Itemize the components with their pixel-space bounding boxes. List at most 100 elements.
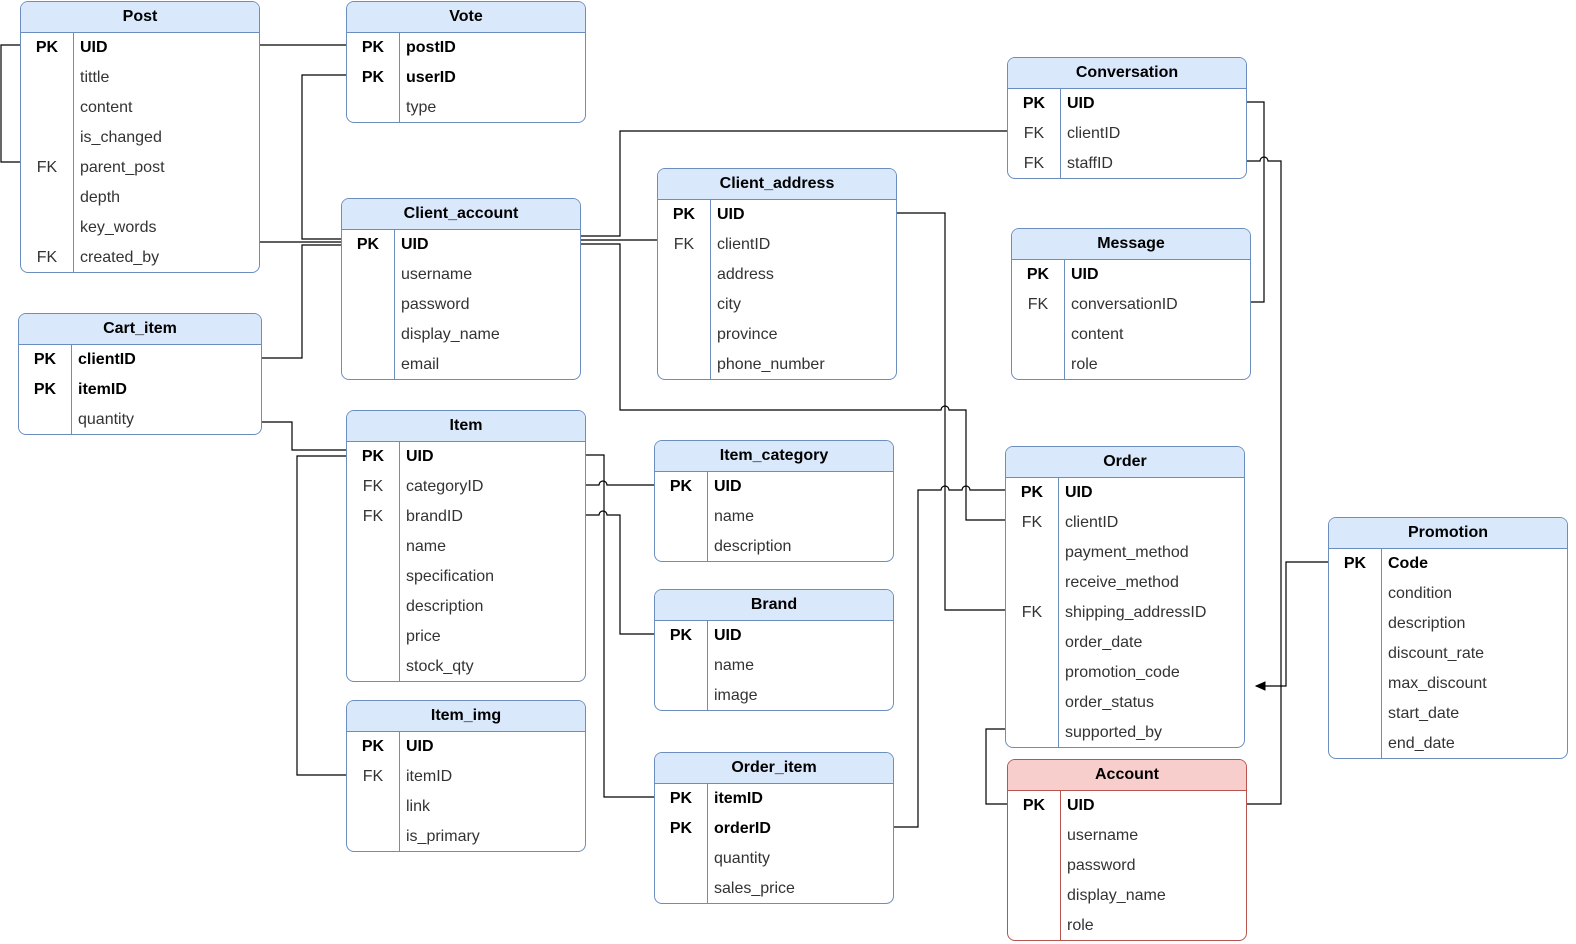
key-marker (655, 532, 707, 561)
attribute-row: is_primary (347, 822, 585, 851)
key-column-divider (707, 472, 708, 561)
brand-item-link (586, 510, 654, 635)
attribute-row: city (658, 290, 896, 320)
attribute-name: payment_method (1065, 544, 1189, 561)
key-marker (1008, 881, 1060, 911)
attribute-name: is_changed (80, 129, 162, 146)
cart-client-link (262, 244, 341, 359)
attribute-row: username (342, 260, 580, 290)
key-column-divider (394, 230, 395, 379)
key-marker (1329, 639, 1381, 669)
key-marker (1006, 628, 1058, 658)
orderitem-item-link (586, 454, 654, 798)
conversation-account-link (1247, 156, 1282, 805)
attribute-name: price (406, 628, 441, 645)
attribute-row: condition (1329, 579, 1567, 609)
key-marker (1006, 658, 1058, 688)
key-marker: PK (669, 790, 693, 807)
attribute-row: type (347, 93, 585, 122)
attribute-name: condition (1388, 585, 1453, 602)
key-column-divider (1060, 791, 1061, 940)
attribute-name: clientID (1065, 514, 1119, 531)
entity-title: Order (1006, 447, 1244, 478)
attribute-row: description (347, 592, 585, 622)
key-marker (658, 320, 710, 350)
key-marker: FK (1021, 514, 1043, 531)
cart-item-link (262, 421, 346, 451)
key-marker: PK (33, 381, 57, 398)
key-column-divider (1058, 478, 1059, 747)
key-marker (1329, 669, 1381, 699)
entity-title: Promotion (1329, 518, 1567, 549)
order-address-link (897, 212, 1005, 611)
attribute-name: postID (406, 39, 456, 56)
attribute-name: clientID (78, 351, 136, 368)
key-column-divider (73, 33, 74, 272)
attribute-name: start_date (1388, 705, 1460, 722)
attribute-row: end_date (1329, 729, 1567, 758)
attribute-name: name (714, 508, 755, 525)
key-marker (347, 93, 399, 122)
key-marker (1329, 579, 1381, 609)
attribute-row: PK postID (347, 33, 585, 63)
key-marker (658, 260, 710, 290)
attribute-row: receive_method (1006, 568, 1244, 598)
key-marker: PK (361, 39, 385, 56)
vote-client-link (301, 74, 346, 240)
attribute-row: email (342, 350, 580, 379)
attribute-name: categoryID (406, 478, 484, 495)
key-marker: FK (36, 249, 58, 266)
attribute-name: userID (406, 69, 456, 86)
attribute-name: UID (406, 738, 434, 755)
key-marker (21, 123, 73, 153)
attribute-name: parent_post (80, 159, 165, 176)
attribute-name: content (80, 99, 133, 116)
attribute-name: end_date (1388, 735, 1455, 752)
key-column-divider (399, 33, 400, 122)
attribute-name: role (1067, 917, 1094, 934)
attribute-name: name (714, 657, 755, 674)
attribute-name: link (406, 798, 431, 815)
key-marker (655, 502, 707, 532)
key-marker (1012, 350, 1064, 379)
attribute-name: order_status (1065, 694, 1154, 711)
key-marker (21, 183, 73, 213)
entity-title: Account (1008, 760, 1246, 791)
attribute-name: username (1067, 827, 1139, 844)
attribute-name: itemID (406, 768, 453, 785)
key-marker (342, 320, 394, 350)
attribute-name: quantity (714, 850, 771, 867)
attribute-row: image (655, 681, 893, 710)
key-marker (1329, 729, 1381, 758)
entity-title: Post (21, 2, 259, 33)
attribute-row: payment_method (1006, 538, 1244, 568)
entity-title: Client_account (342, 199, 580, 230)
entity-title: Client_address (658, 169, 896, 200)
attribute-name: quantity (78, 411, 135, 428)
